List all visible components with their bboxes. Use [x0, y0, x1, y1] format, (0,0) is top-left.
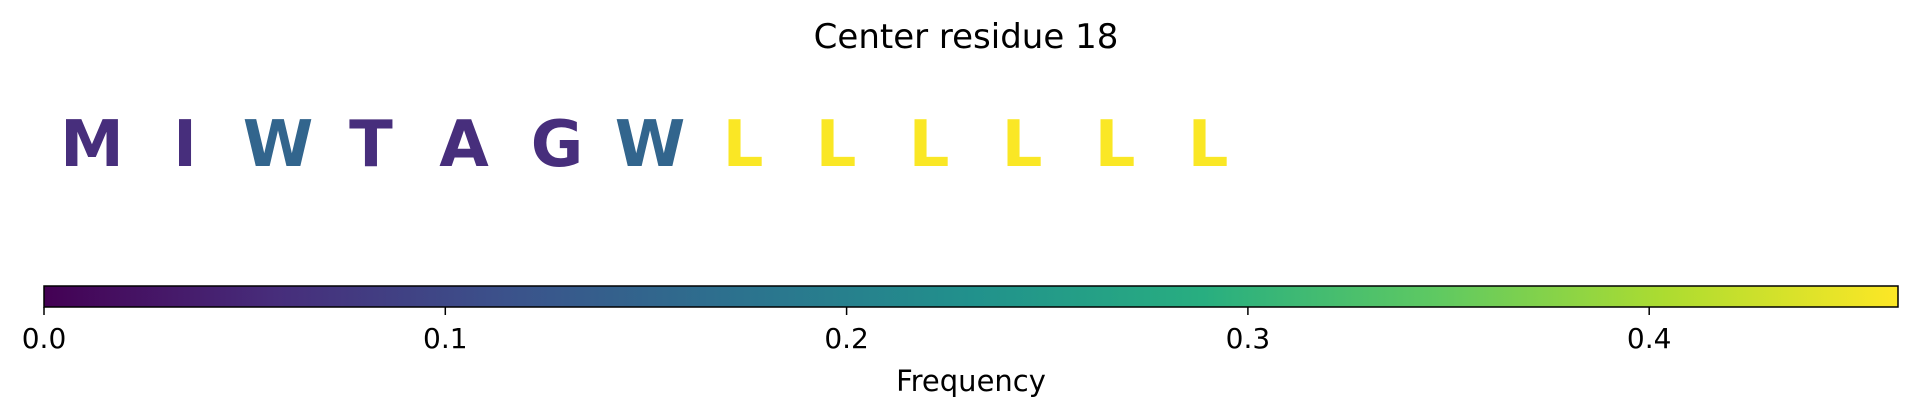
chart-title: Center residue 18: [814, 17, 1119, 57]
colorbar-tick-label: 0.3: [1226, 322, 1271, 355]
residue-letter: L: [909, 108, 950, 182]
residue-letter: W: [615, 108, 686, 182]
residue-letter: L: [723, 108, 764, 182]
colorbar: [43, 285, 1899, 308]
colorbar-tick-label: 0.1: [423, 322, 468, 355]
residue-letter: L: [1002, 108, 1043, 182]
residue-letter: L: [816, 108, 857, 182]
colorbar-tick-label: 0.4: [1627, 322, 1672, 355]
residue-letter: A: [439, 108, 489, 182]
residue-letter: L: [1095, 108, 1136, 182]
residue-letter: T: [349, 108, 393, 182]
colorbar-tick-label: 0.0: [22, 322, 67, 355]
residue-letter: L: [1188, 108, 1229, 182]
residue-letter: G: [531, 108, 584, 182]
residue-letter: W: [243, 108, 314, 182]
residue-letter: M: [60, 108, 124, 182]
colorbar-axis: 0.0 0.1 0.2 0.3 0.4: [22, 307, 1672, 355]
colorbar-tick-label: 0.2: [824, 322, 869, 355]
residue-letter: I: [173, 108, 197, 182]
colorbar-label: Frequency: [896, 364, 1046, 398]
